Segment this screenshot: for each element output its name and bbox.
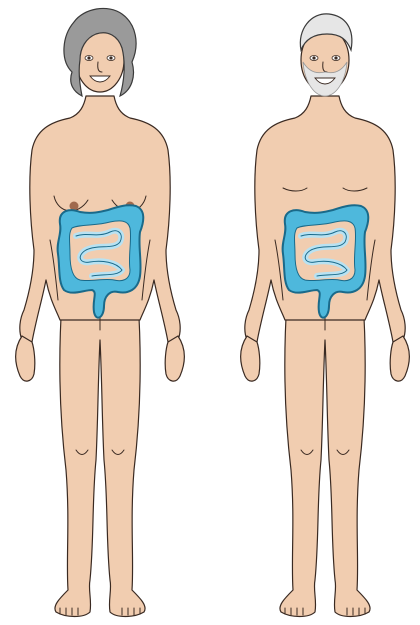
female-figure [16, 8, 185, 616]
male-figure [241, 14, 410, 617]
